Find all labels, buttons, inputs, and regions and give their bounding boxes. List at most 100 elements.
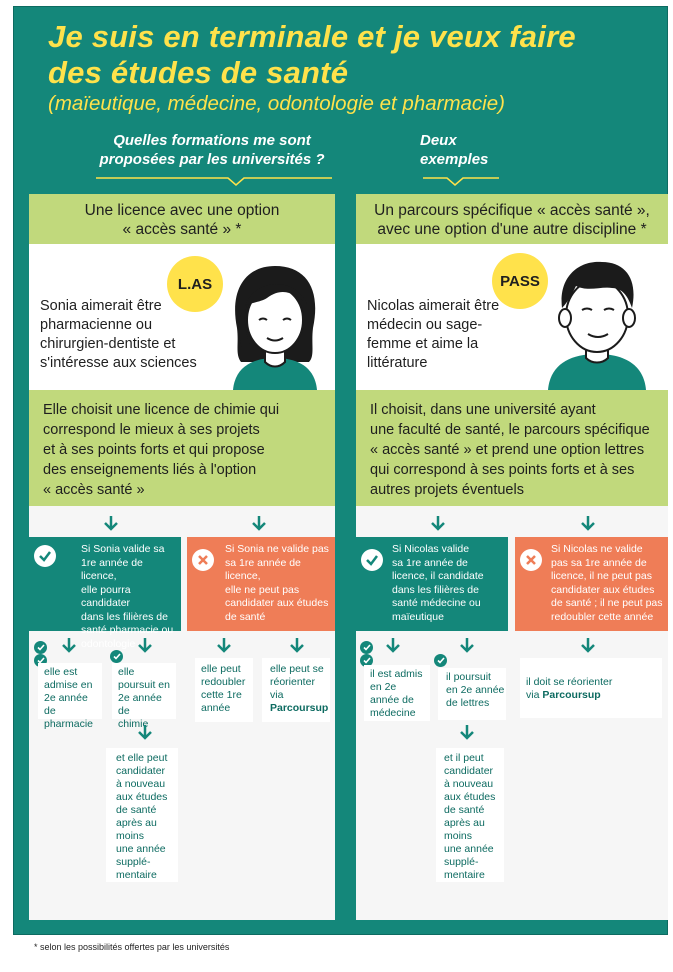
- valid-line: santé médecine ou: [392, 597, 481, 609]
- sonia-outcome-candidater: et elle peut candidater à nouveau aux ét…: [106, 748, 178, 882]
- valid-line: Si Sonia valide sa: [81, 543, 165, 555]
- nicolas-outcome-reorienter: il doit se réorienter via Parcoursup: [520, 658, 662, 718]
- outcome-line: candidater: [444, 765, 494, 777]
- outcome-line: poursuit en: [118, 679, 170, 691]
- question-right-line-2: exemples: [420, 151, 489, 168]
- title-line-1: Je suis en terminale et je veux faire: [48, 19, 576, 54]
- sonia-outcome-redoubler: elle peut redoubler cette 1re année: [195, 658, 253, 722]
- nicolas-outcome-lettres: il poursuit en 2e année de lettres: [438, 668, 506, 720]
- outcome-line: de santé: [444, 804, 485, 816]
- outcome-line: et il peut: [444, 752, 484, 764]
- valid-line: elle pourra candidater: [81, 583, 131, 610]
- valid-line: licence, il candidate: [392, 570, 484, 582]
- outcome-line: réorienter: [270, 676, 315, 688]
- outcome-line: après au: [116, 817, 157, 829]
- outcome-line: de santé: [116, 804, 157, 816]
- outcome-line: 2e année de: [118, 692, 162, 717]
- arrow-down-icon: [431, 516, 445, 531]
- nicolas-description: Nicolas aimerait être médecin ou sage- f…: [367, 297, 547, 373]
- outcome-line: elle peut se: [270, 663, 324, 675]
- sonia-choice-line: « accès santé »: [43, 482, 145, 498]
- outcome-line: en 2e: [370, 681, 397, 693]
- question-left-underline: [96, 177, 332, 186]
- question-right: Deux exemples: [420, 131, 510, 169]
- sonia-choice: Elle choisit une licence de chimie qui c…: [29, 390, 335, 506]
- nicolas-choice-line: Il choisit, dans une université ayant: [370, 402, 596, 418]
- arrow-down-icon: [290, 638, 304, 653]
- outcome-line: pharmacie: [44, 718, 94, 730]
- sonia-avatar: [233, 266, 317, 390]
- sonia-description: Sonia aimerait être pharmacienne ou chir…: [40, 297, 230, 373]
- outcome-line: il poursuit: [446, 671, 491, 683]
- right-column-header: Un parcours spécifique « accès santé », …: [356, 194, 668, 244]
- not-valid-line: redoubler cette année: [551, 610, 654, 623]
- check-icon: [361, 549, 383, 571]
- outcome-line: via: [270, 689, 284, 701]
- small-check-icon: [360, 641, 373, 654]
- valid-line: maïeutique: [392, 610, 444, 623]
- valid-line: dans les filières de: [81, 610, 168, 623]
- cross-icon: [520, 549, 542, 571]
- arrow-down-icon: [460, 725, 474, 740]
- nicolas-avatar: [548, 261, 646, 390]
- not-valid-line: pas sa 1re année de: [551, 556, 647, 569]
- arrow-down-icon: [104, 516, 118, 531]
- arrow-down-icon: [62, 638, 76, 653]
- nicolas-choice-line: une faculté de santé, le parcours spécif…: [370, 422, 650, 438]
- valid-line: Si Nicolas valide: [392, 543, 470, 555]
- nicolas-line: médecin ou sage-: [367, 317, 483, 333]
- left-column-header: Une licence avec une option « accès sant…: [29, 194, 335, 244]
- small-check-icon: [434, 654, 447, 667]
- outcome-line: cette 1re: [201, 689, 242, 701]
- nicolas-line: littérature: [367, 355, 428, 371]
- sonia-outcome-chimie: elle poursuit en 2e année de chimie: [112, 663, 176, 730]
- question-right-line-1: Deux: [420, 132, 457, 149]
- valid-line: odontologie: [81, 637, 136, 650]
- subtitle: (maïeutique, médecine, odontologie et ph…: [48, 92, 505, 115]
- not-valid-line: de santé: [225, 610, 266, 623]
- outcome-line: et elle peut: [116, 752, 168, 764]
- parcoursup-label: Parcoursup: [270, 702, 329, 714]
- nicolas-outcome-medecine: il est admis en 2e année de médecine: [364, 665, 430, 721]
- not-valid-line: sa 1re année de licence,: [225, 556, 301, 583]
- outcome-line: chimie: [118, 718, 149, 730]
- sonia-choice-line: correspond le mieux à ses projets: [43, 422, 260, 438]
- nicolas-line: femme et aime la: [367, 336, 479, 352]
- sonia-line: pharmacienne ou: [40, 317, 153, 333]
- outcome-line: 2e année de: [44, 692, 88, 717]
- outcome-line: après au: [444, 817, 485, 829]
- nicolas-choice-line: qui correspond à ses points forts et à s…: [370, 462, 635, 478]
- outcome-line: elle peut: [201, 663, 241, 675]
- outcome-line: année: [201, 702, 231, 714]
- sonia-choice-line: des enseignements liés à l'option: [43, 462, 257, 478]
- sonia-line: Sonia aimerait être: [40, 298, 162, 314]
- nicolas-not-valid-box: Si Nicolas ne valide pas sa 1re année de…: [515, 537, 668, 631]
- not-valid-line: elle ne peut pas: [225, 583, 300, 596]
- arrow-down-icon: [138, 725, 152, 740]
- outcome-line: une année: [116, 843, 166, 855]
- nicolas-valid-box: Si Nicolas valide sa 1re année de licenc…: [356, 537, 508, 631]
- outcome-line: à nouveau: [116, 778, 166, 790]
- not-valid-line: licence, il ne peut pas: [551, 570, 652, 582]
- not-valid-line: de santé ; il ne peut pas: [551, 597, 663, 609]
- sonia-choice-line: Elle choisit une licence de chimie qui: [43, 402, 280, 418]
- nicolas-choice: Il choisit, dans une université ayant un…: [356, 390, 668, 506]
- not-valid-line: candidater aux études: [551, 583, 655, 596]
- not-valid-line: Si Sonia ne valide pas: [225, 543, 329, 555]
- left-header-line-2: « accès santé » *: [122, 221, 242, 238]
- outcome-line: elle est: [44, 666, 78, 678]
- sonia-outcome-reorienter: elle peut se réorienter via Parcoursup: [262, 658, 330, 722]
- outcome-line: mentaire: [444, 869, 485, 881]
- outcome-line: aux études: [116, 791, 168, 803]
- pass-badge: PASS: [492, 253, 548, 309]
- nicolas-choice-line: autres projets éventuels: [370, 482, 524, 498]
- outcome-line: mentaire: [116, 869, 157, 881]
- title-line-2: des études de santé: [48, 55, 349, 90]
- arrow-down-icon: [460, 638, 474, 653]
- check-icon: [34, 545, 56, 567]
- right-header-line-2: avec une option d'une autre discipline *: [377, 221, 647, 238]
- arrow-down-icon: [138, 638, 152, 653]
- arrow-down-icon: [386, 638, 400, 653]
- valid-line: dans les filières de: [392, 583, 479, 596]
- outcome-line: via: [526, 689, 540, 701]
